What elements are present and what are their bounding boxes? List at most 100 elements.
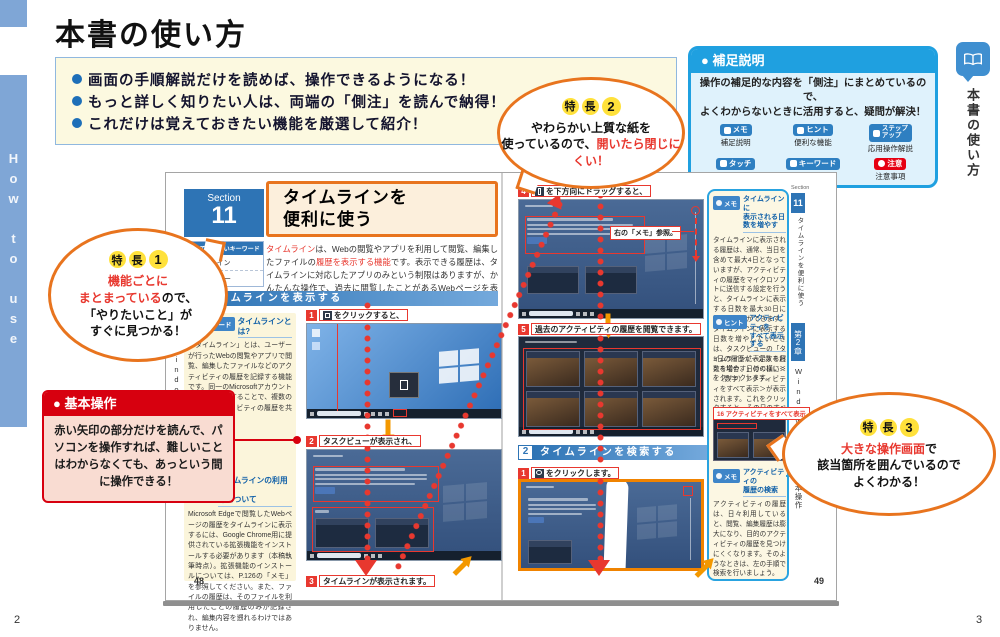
bullet-icon bbox=[72, 118, 82, 128]
photo-tile bbox=[717, 432, 749, 458]
hint-note-title: アクティビティを すべて表示する bbox=[749, 315, 786, 352]
bullet-icon bbox=[72, 96, 82, 106]
memo-note-days: メモ タイムラインに 表示される日数を増やす タイムラインに表示される履歴は、通… bbox=[713, 196, 786, 384]
page-number-49: 49 bbox=[814, 576, 825, 586]
memo-ref-leader bbox=[672, 231, 694, 232]
taskview-button-icon bbox=[323, 310, 332, 320]
memo-note-search: メモ アクティビティの 履歴の検索 アクティビティの履歴は、日々利用していると、… bbox=[713, 469, 786, 579]
corner-decoration bbox=[0, 0, 27, 27]
supplement-body: 操作の補足的な内容を「側注」にまとめているので、 よくわからないときに活用すると… bbox=[699, 78, 927, 118]
dotted-arrow-left bbox=[364, 302, 371, 560]
edge-tab-label: 本書の使い方 bbox=[965, 88, 980, 178]
memo-note-title: アクティビティの 履歴の検索 bbox=[743, 469, 786, 498]
red-arrowhead-down bbox=[588, 560, 610, 576]
section-number-block: Section 11 bbox=[184, 189, 264, 237]
photo-tile bbox=[526, 351, 580, 387]
drag-arrowhead bbox=[692, 256, 700, 262]
basic-box-connector bbox=[234, 439, 294, 441]
feature-3-head: 特 長 3 bbox=[859, 417, 919, 437]
step-5-label: 5 過去のアクティビティの履歴を閲覧できます。 bbox=[518, 323, 701, 335]
scrollbar bbox=[690, 498, 691, 560]
memo-note-badge: メモ bbox=[713, 469, 740, 483]
edge-tab bbox=[956, 42, 990, 82]
screenshot-search-highlighted bbox=[518, 479, 704, 571]
highlight-rect bbox=[523, 348, 701, 430]
red-arrowhead-down bbox=[355, 560, 377, 576]
leader-line bbox=[337, 324, 338, 411]
chapter-tab-right: 第2章 bbox=[791, 323, 805, 361]
search-icon bbox=[535, 468, 544, 478]
supplement-title: ● 補足説明 bbox=[691, 49, 935, 73]
section-intro: タイムラインは、Webの閲覧やアプリを利用して閲覧、編集したファイルの履歴を表示… bbox=[266, 244, 498, 305]
feature-bubble-3: 特 長 3 大きな操作画面で 該当箇所を囲んでいるので よくわかる！ bbox=[782, 392, 996, 516]
stepup-badge-icon: ステップ アップ bbox=[868, 124, 912, 142]
bullet-icon bbox=[72, 74, 82, 84]
intro-bullet-3: これだけは覚えておきたい機能を厳選して紹介！ bbox=[72, 113, 660, 134]
highlight-rect bbox=[312, 507, 434, 552]
feature-2-number: 2 bbox=[601, 96, 621, 116]
icon-hint: ヒント 便利な機能 bbox=[793, 124, 833, 148]
windows-logo-icon bbox=[443, 482, 487, 522]
spread-page-number-right: 3 bbox=[976, 614, 983, 626]
subsection-1-bar: 1 タイムラインを表示する bbox=[184, 291, 498, 306]
hint-note-badge: ヒント bbox=[713, 315, 747, 329]
windows-logo-icon bbox=[637, 504, 677, 540]
page-number-48: 48 bbox=[194, 576, 205, 586]
section-tab-word: Section bbox=[791, 185, 810, 191]
memo-note-badge: メモ bbox=[713, 196, 740, 210]
taskbar bbox=[519, 309, 703, 318]
spread-page-number-left: 2 bbox=[14, 614, 21, 626]
activity-tile bbox=[585, 266, 637, 294]
photo-tile bbox=[584, 391, 638, 427]
desktop-icon bbox=[312, 329, 320, 337]
section-title: タイムラインを 便利に使う bbox=[283, 187, 408, 229]
screenshot-history-grid bbox=[518, 336, 704, 437]
feature-2-head: 特 長 2 bbox=[561, 96, 621, 116]
side-strip-label: How to use bbox=[6, 151, 21, 351]
step-3-label: 3 タイムラインが表示されます。 bbox=[306, 575, 435, 587]
section-tab-text: タイムラインを便利に使う bbox=[796, 217, 803, 307]
desktop-icon bbox=[312, 342, 320, 350]
memo-note-title: タイムラインに 表示される日数を増やす bbox=[743, 196, 786, 233]
feature-3-number: 3 bbox=[899, 417, 919, 437]
keyword-note-title: タイムラインとは? bbox=[237, 317, 292, 339]
side-strip: How to use bbox=[0, 75, 27, 427]
activity-tile bbox=[527, 266, 579, 294]
book-bottom-edge bbox=[163, 601, 839, 606]
photo-tile bbox=[642, 391, 696, 427]
hint-badge-icon: ヒント bbox=[793, 124, 833, 137]
search-step-1-label: 1 をクリックします。 bbox=[518, 467, 620, 479]
memo-note-body: アクティビティの履歴は、日々利用していると、閲覧、編集履歴は膨大になり、目的のア… bbox=[713, 501, 786, 578]
page-title: 本書の使い方 bbox=[55, 19, 247, 52]
step-1-label: 1 をクリックすると、 bbox=[306, 309, 408, 321]
photo-tile bbox=[642, 351, 696, 387]
keyword-badge-icon: キーワード bbox=[785, 157, 841, 170]
feature-1-number: 1 bbox=[148, 250, 168, 270]
feature-bubble-2: 特 長 2 やわらかい上質な紙を 使っているので、開いたら閉じにくい！ bbox=[497, 77, 685, 189]
feature-1-head: 特 長 1 bbox=[108, 250, 168, 270]
step-2-label: 2 タスクビューが表示され、 bbox=[306, 435, 421, 447]
drag-path bbox=[695, 218, 697, 256]
open-book-icon bbox=[964, 52, 982, 65]
highlight-rect bbox=[313, 466, 439, 502]
memo-badge-icon: メモ bbox=[719, 124, 752, 137]
icon-caution: 注意 注意事項 bbox=[874, 157, 907, 181]
search-highlight-rect bbox=[683, 486, 693, 496]
supplement-icon-grid: メモ 補足説明 ヒント 便利な機能 ステップ アップ 応用操作解説 タッチ タッ… bbox=[691, 124, 935, 182]
right-note-panel: メモ タイムラインに 表示される日数を増やす タイムラインに表示される履歴は、通… bbox=[707, 189, 810, 581]
memo-ref-label: 右の「メモ」参照。 bbox=[610, 226, 681, 240]
screenshot-taskview-scroll bbox=[518, 199, 704, 319]
memo-note-body: タイムラインに表示される履歴は、通常、当日を含めて最大4日となっていますが、アク… bbox=[713, 237, 786, 383]
book-spine bbox=[501, 173, 503, 600]
photo-tile bbox=[526, 391, 580, 427]
dotted-arrow-right bbox=[597, 192, 604, 560]
highlight-rect bbox=[393, 409, 407, 417]
basic-operation-box: ● 基本操作 赤い矢印の部分だけを読んで、パソコンを操作すれば、難しいことはわか… bbox=[42, 390, 235, 503]
orange-down-arrow bbox=[385, 419, 391, 436]
supplement-box: ● 補足説明 操作の補足的な内容を「側注」にまとめているので、 よくわからないと… bbox=[688, 46, 938, 188]
taskbar bbox=[519, 427, 703, 436]
section-title-box: タイムラインを 便利に使う bbox=[266, 181, 498, 237]
intro-bullet-2: もっと詳しく知りたい人は、両端の「側注」を読んで納得！ bbox=[72, 91, 660, 112]
photo-tile bbox=[584, 351, 638, 387]
